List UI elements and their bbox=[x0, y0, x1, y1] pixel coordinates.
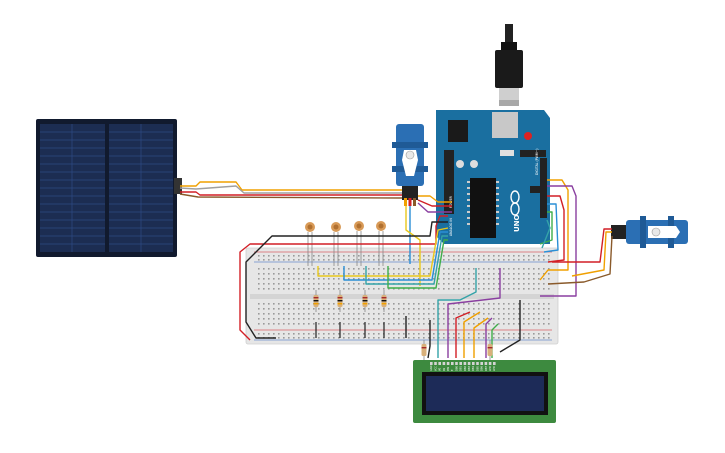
analog-header-label: ANALOG IN bbox=[449, 218, 453, 236]
wire-gray-solar bbox=[179, 185, 402, 194]
lcd-pin-label: DB7 bbox=[485, 366, 488, 371]
lcd-pin-label: LED bbox=[489, 366, 492, 371]
arduino-logo bbox=[510, 190, 520, 216]
usb-cable bbox=[495, 24, 523, 106]
photoresistor bbox=[376, 221, 386, 266]
lcd-pin bbox=[463, 362, 467, 365]
servo-motor-right bbox=[611, 216, 688, 248]
lcd-pin bbox=[442, 362, 446, 365]
lcd-pin bbox=[493, 362, 496, 365]
photoresistors bbox=[305, 221, 386, 266]
lcd-pin bbox=[484, 362, 488, 365]
lcd-pin bbox=[430, 362, 433, 365]
photoresistor bbox=[354, 221, 364, 266]
lcd-pin-label: V0 bbox=[439, 367, 442, 371]
breadboard bbox=[245, 247, 559, 345]
lcd-pin-label: RS bbox=[443, 367, 446, 371]
digital-header-label: DIGITAL (PWM~) bbox=[535, 149, 539, 175]
lcd-pin-label: LED bbox=[493, 366, 496, 371]
wire-orange-solar bbox=[180, 181, 402, 191]
lcd-pin-label: DB1 bbox=[460, 366, 463, 371]
lcd-pin-label: DB4 bbox=[472, 366, 475, 371]
lcd-pin bbox=[467, 362, 471, 365]
wire-black-ground-rail bbox=[245, 221, 448, 339]
photoresistor bbox=[305, 222, 315, 266]
lcd-pin bbox=[455, 362, 458, 365]
atmega-chip bbox=[470, 178, 496, 238]
lcd-pin bbox=[459, 362, 462, 365]
resistor bbox=[337, 290, 343, 312]
resistors bbox=[313, 290, 387, 312]
ground-jumpers bbox=[315, 322, 385, 338]
lcd-pin bbox=[438, 362, 441, 365]
lcd-pin-label: DB3 bbox=[468, 366, 471, 371]
resistor bbox=[381, 290, 387, 312]
lcd-pin-label: DB0 bbox=[455, 366, 458, 371]
uno-label: UNO bbox=[513, 214, 521, 232]
lcd-pin-label: VCC bbox=[434, 366, 437, 371]
servo-motor-top bbox=[392, 124, 428, 206]
lcd-pin bbox=[488, 362, 492, 365]
lcd-pin bbox=[451, 362, 454, 365]
lcd-screen bbox=[426, 376, 544, 411]
wire-brown-solar bbox=[179, 193, 403, 199]
wires bbox=[179, 179, 613, 359]
lcd-pin-label: DB5 bbox=[476, 366, 479, 371]
lcd-pin bbox=[446, 362, 450, 365]
resistor bbox=[362, 290, 368, 312]
lcd-pin bbox=[476, 362, 479, 365]
solar-panel bbox=[36, 119, 182, 257]
photoresistor bbox=[331, 222, 341, 266]
lcd-pin-label: GND bbox=[430, 365, 433, 371]
digital-header-top bbox=[520, 150, 546, 157]
lcd-pin-label: RW bbox=[447, 366, 450, 371]
wire-red-solar bbox=[180, 191, 402, 196]
lcd-pin bbox=[472, 362, 475, 365]
lcd-pin bbox=[480, 362, 483, 365]
lcd-pin bbox=[434, 362, 437, 365]
arduino-uno-board: UNO DIGITAL (PWM~) POWER ANALOG IN bbox=[436, 110, 550, 244]
wire-red-power-rail bbox=[239, 215, 448, 341]
lcd-resistors bbox=[421, 340, 493, 362]
reset-button bbox=[524, 132, 532, 140]
lcd-pin-label: E bbox=[451, 369, 454, 371]
lcd-pin-label: DB2 bbox=[464, 366, 467, 371]
lcd-pin-label: DB6 bbox=[481, 366, 484, 371]
resistor bbox=[313, 290, 319, 312]
